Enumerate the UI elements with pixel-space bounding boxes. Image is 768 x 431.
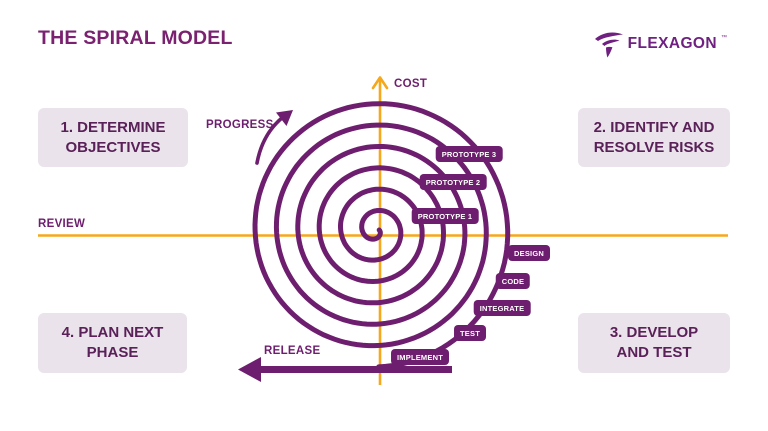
cost-axis-label: COST <box>394 78 428 90</box>
phase-tag-prototype-1: PROTOTYPE 1 <box>411 208 479 224</box>
quadrant-label-line: OBJECTIVES <box>65 138 161 156</box>
quadrant-label-line: 2. IDENTIFY AND <box>593 118 715 136</box>
phase-tag-prototype-2: PROTOTYPE 2 <box>419 174 487 190</box>
cost-axis-arrowhead-icon <box>371 76 389 90</box>
brand-logo-text: FLEXAGON <box>627 35 717 52</box>
progress-label: PROGRESS <box>206 119 274 131</box>
flexagon-icon <box>594 32 623 58</box>
brand-trademark: ™ <box>721 35 727 41</box>
phase-tag-code: CODE <box>495 273 531 289</box>
phase-tag-integrate: INTEGRATE <box>473 300 531 316</box>
quadrant-label-line: 1. DETERMINE <box>60 118 166 136</box>
quadrant-determine-objectives: 1. DETERMINE OBJECTIVES <box>38 108 188 167</box>
review-axis-label: REVIEW <box>38 218 86 230</box>
release-label: RELEASE <box>264 345 321 357</box>
quadrant-label-line: 3. DEVELOP <box>609 324 699 341</box>
progress-arrowhead-icon <box>276 110 293 126</box>
quadrant-identify-resolve-risks: 2. IDENTIFY AND RESOLVE RISKS <box>578 108 730 167</box>
quadrant-label-line: RESOLVE RISKS <box>593 138 715 156</box>
quadrant-plan-next-phase: 4. PLAN NEXT PHASE <box>38 313 187 373</box>
brand-logo: FLEXAGON ™ <box>594 30 727 58</box>
quadrant-label-line: AND TEST <box>616 344 692 361</box>
release-arrowhead-icon <box>238 357 261 382</box>
quadrant-develop-and-test: 3. DEVELOP AND TEST <box>578 313 730 373</box>
phase-tag-design: DESIGN <box>508 245 550 261</box>
quadrant-label-line: PHASE <box>86 344 139 361</box>
spiral-curve <box>252 101 511 370</box>
phase-tag-implement: IMPLEMENT <box>391 349 449 365</box>
page-title: THE SPIRAL MODEL <box>38 27 233 49</box>
quadrant-label-line: 4. PLAN NEXT <box>61 324 164 341</box>
phase-tag-test: TEST <box>454 325 486 341</box>
phase-tag-prototype-3: PROTOTYPE 3 <box>435 146 503 162</box>
